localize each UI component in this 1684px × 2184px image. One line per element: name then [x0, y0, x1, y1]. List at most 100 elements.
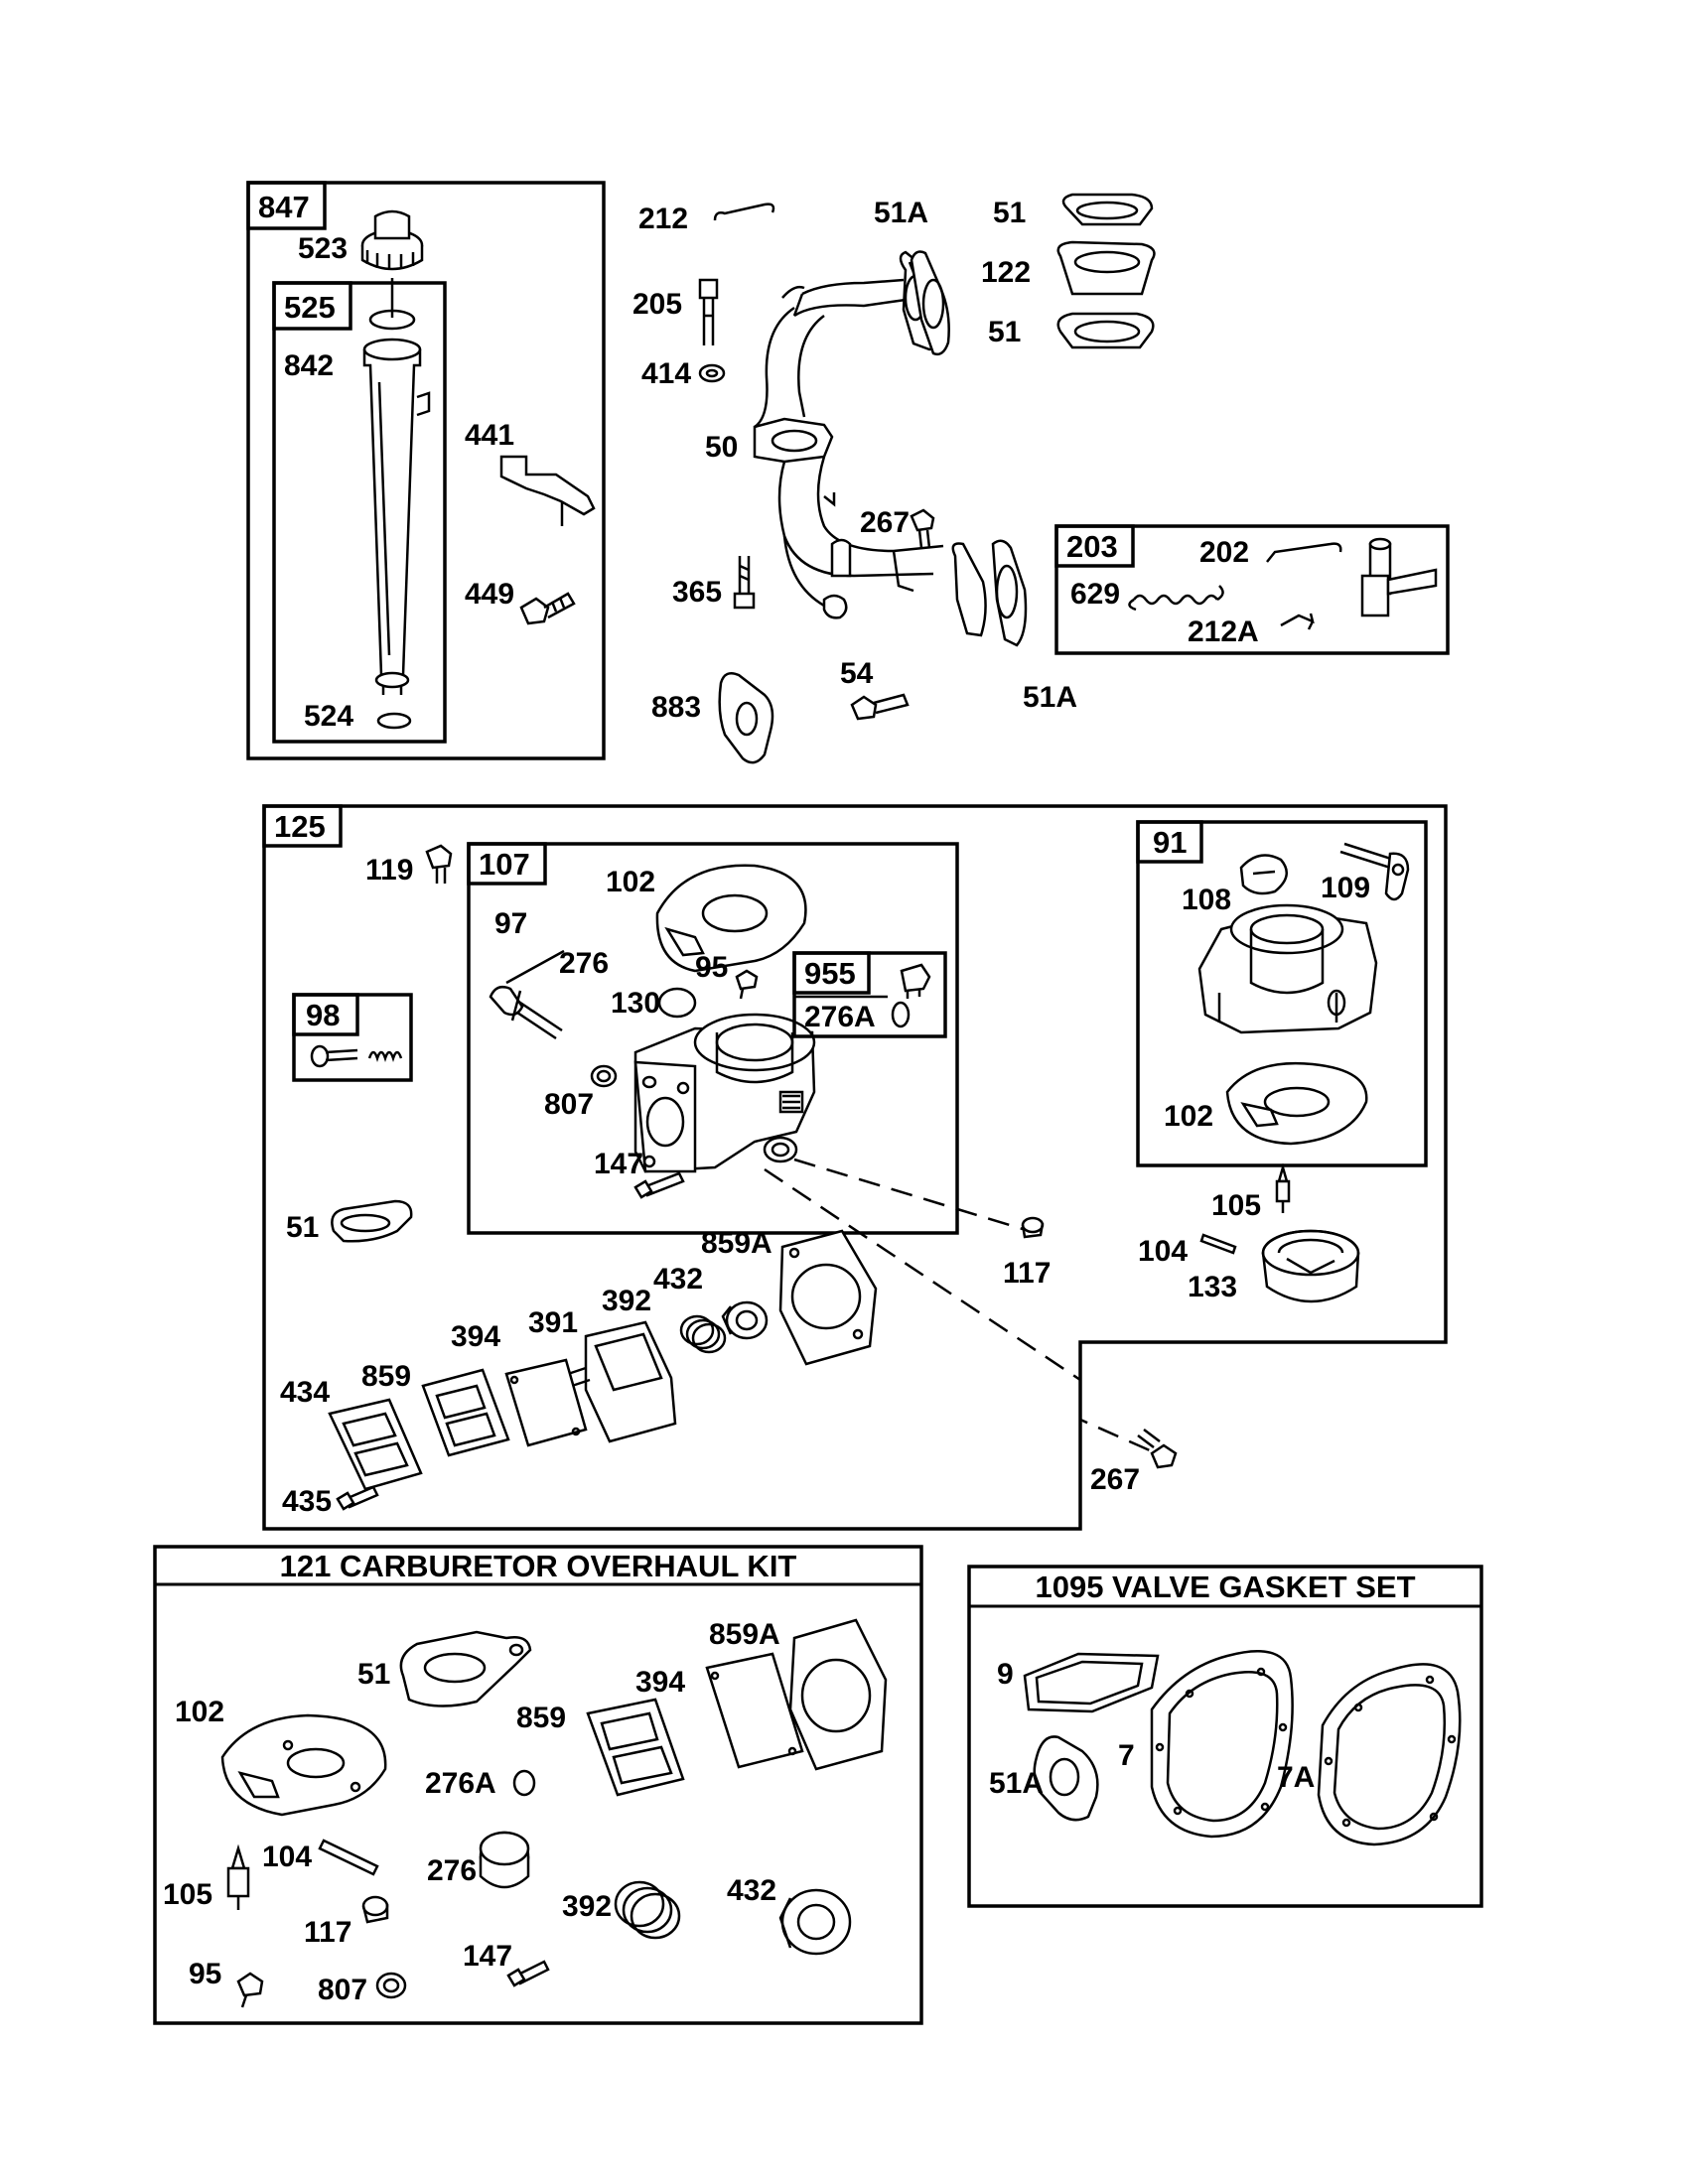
kit-part-117 [361, 1895, 389, 1924]
group-955-label: 955 [804, 956, 856, 991]
group-91-tag [1136, 820, 1203, 864]
label-54: 54 [840, 657, 874, 690]
kit-label-276A: 276A [425, 1767, 496, 1800]
group-125: 125 119 107 102 97 276 [262, 804, 1448, 1531]
label-130: 130 [611, 987, 660, 1020]
label-95: 95 [695, 951, 728, 984]
gasket-part-7 [1150, 1650, 1294, 1839]
label-108: 108 [1182, 884, 1231, 916]
label-105: 105 [1211, 1189, 1261, 1222]
label-859: 859 [361, 1360, 411, 1393]
part-51-gasket-125 [331, 1199, 413, 1243]
kit-label-859: 859 [516, 1702, 566, 1734]
label-807: 807 [544, 1088, 594, 1121]
label-102-91: 102 [1164, 1100, 1213, 1133]
label-212: 212 [638, 203, 688, 235]
part-98-spring [367, 1050, 403, 1062]
label-432: 432 [653, 1263, 703, 1296]
manifold-assembly: 212 205 414 50 [632, 193, 1156, 764]
kit-label-102: 102 [175, 1696, 224, 1728]
group-125-frame [262, 804, 1448, 1531]
kit-part-394 [705, 1652, 804, 1769]
part-391-pump-cover [567, 1320, 677, 1443]
part-807 [590, 1064, 618, 1088]
label-147: 147 [594, 1148, 643, 1180]
part-267-screw-bottom [1137, 1429, 1178, 1469]
group-125-label: 125 [274, 809, 326, 844]
part-95-screw [735, 969, 759, 1000]
part-276A-oring [891, 1001, 911, 1028]
part-883-hole [735, 701, 759, 737]
kit-label-117: 117 [304, 1916, 351, 1949]
label-842: 842 [284, 349, 334, 382]
kit-part-276 [479, 1831, 530, 1889]
part-102-gasket-91 [1225, 1061, 1368, 1146]
part-102-gasket-107 [655, 864, 807, 973]
group-525-tag [272, 281, 352, 331]
label-434: 434 [280, 1376, 330, 1409]
part-212A-link [1280, 613, 1315, 630]
kit-label-104: 104 [262, 1841, 312, 1873]
kit-part-276A [512, 1769, 536, 1797]
part-104-pin [1199, 1233, 1237, 1255]
part-105-needle [1275, 1162, 1291, 1213]
gasket-part-51A [1033, 1735, 1099, 1822]
label-267-bottom: 267 [1090, 1463, 1140, 1496]
part-108-choke-plate [1239, 854, 1288, 895]
label-202: 202 [1199, 536, 1249, 569]
kit-part-859A [788, 1618, 888, 1771]
label-119: 119 [365, 854, 413, 887]
part-51A-gasket-top-hole [921, 278, 945, 330]
gasket-part-7A [1317, 1663, 1462, 1846]
kit-part-102 [220, 1713, 387, 1817]
part-54-screw [850, 693, 910, 721]
group-125-tag [262, 804, 343, 848]
label-50: 50 [705, 431, 738, 464]
label-267-top: 267 [860, 506, 910, 539]
group-107-frame [467, 842, 959, 1235]
label-102-107: 102 [606, 866, 655, 898]
kit-label-807: 807 [318, 1974, 367, 2006]
group-98-tag [292, 993, 359, 1036]
gasket-label-9: 9 [997, 1658, 1014, 1691]
part-414-washer [698, 363, 726, 383]
part-147-screw [633, 1171, 685, 1199]
kit-label-51: 51 [357, 1658, 390, 1691]
part-205-stud [698, 278, 719, 345]
part-203-governor-lever [1360, 537, 1438, 617]
kit-label-859A: 859A [709, 1618, 780, 1651]
gasket-label-7A: 7A [1277, 1761, 1315, 1794]
label-51-a: 51 [993, 197, 1026, 229]
kit-part-392 [614, 1880, 681, 1940]
label-51A-top: 51A [874, 197, 928, 229]
kit-label-432: 432 [727, 1874, 776, 1907]
part-449-screw [519, 592, 576, 625]
leader-276 [505, 949, 565, 985]
kit-label-394: 394 [635, 1666, 685, 1699]
label-51-125: 51 [286, 1211, 319, 1244]
group-525-frame [272, 281, 447, 744]
kit-part-807 [375, 1972, 407, 1999]
kit-label-95: 95 [189, 1958, 221, 1990]
part-955-plug [900, 963, 931, 999]
part-117-jet [1021, 1216, 1045, 1239]
label-365: 365 [672, 576, 722, 609]
kit-part-51 [399, 1630, 532, 1707]
part-435-screw [336, 1485, 379, 1511]
group-847-tag [246, 181, 327, 230]
kit-part-859 [586, 1698, 685, 1797]
part-525-fill-tube [362, 338, 431, 695]
group-203-tag [1054, 524, 1135, 568]
kit-part-104 [318, 1839, 379, 1876]
kit-label-105: 105 [163, 1878, 212, 1911]
part-859A-diaphragm [778, 1229, 878, 1366]
label-394: 394 [451, 1320, 500, 1353]
group-203: 203 202 629 212A [1054, 524, 1450, 655]
kit-part-432 [778, 1888, 852, 1956]
kit-part-95 [236, 1972, 264, 2008]
label-51-b: 51 [988, 316, 1021, 348]
part-212-wire [713, 203, 775, 221]
part-51-gasket-a [1061, 193, 1154, 226]
gasket-part-9 [1023, 1652, 1160, 1713]
label-883: 883 [651, 691, 701, 724]
